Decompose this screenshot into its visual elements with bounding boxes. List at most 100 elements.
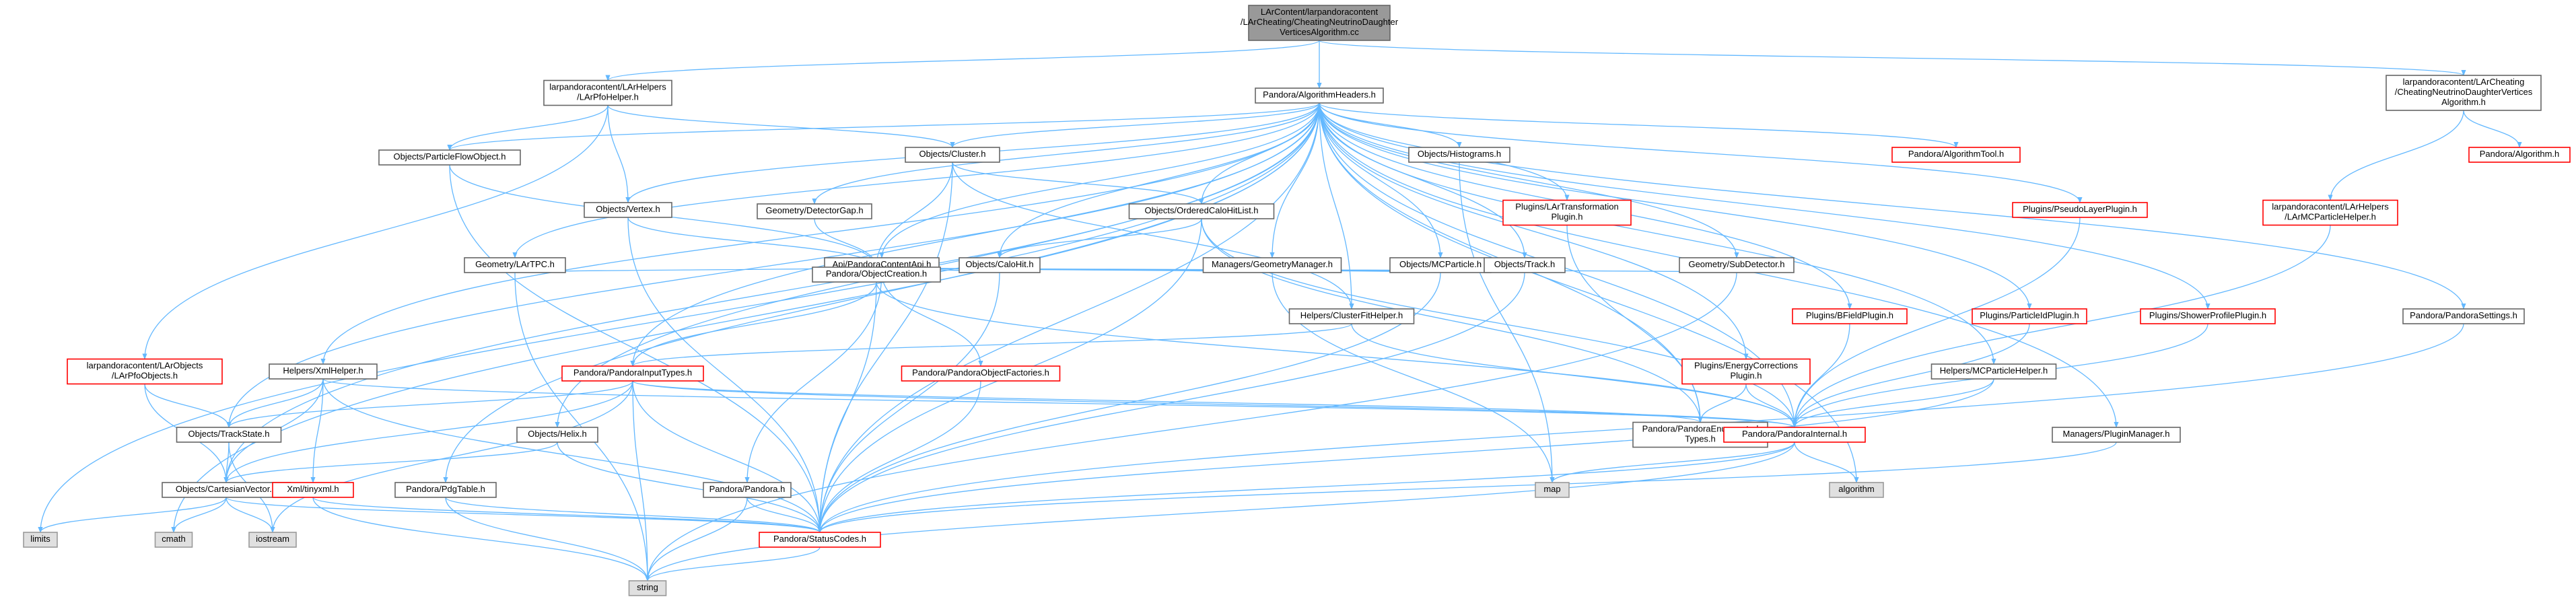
node-objfactories[interactable]: Pandora/PandoraObjectFactories.h	[901, 365, 1061, 382]
node-larpfohelper[interactable]: larpandoracontent/LArHelpers/LArPfoHelpe…	[543, 79, 672, 106]
node-root[interactable]: LArContent/larpandoracontent/LArCheating…	[1241, 5, 1399, 41]
node-lartpc[interactable]: Geometry/LArTPC.h	[464, 257, 566, 273]
node-label: Geometry/SubDetector.h	[1688, 259, 1784, 269]
node-helix[interactable]: Objects/Helix.h	[516, 427, 598, 443]
node-statuscodes[interactable]: Pandora/StatusCodes.h	[759, 532, 881, 548]
edge-algheaders-to-energycorr	[1319, 102, 1749, 360]
node-algtool[interactable]: Pandora/AlgorithmTool.h	[1891, 147, 2021, 163]
node-box	[1792, 308, 1908, 324]
edge-lartransf-to-enumtypes	[1566, 225, 1703, 423]
edge-algheaders-to-trackstate	[226, 102, 1320, 428]
node-showerprofile[interactable]: Plugins/ShowerProfilePlugin.h	[2140, 308, 2276, 324]
edge-pdgtable-to-statuscodes	[445, 497, 823, 533]
edge-algheaders-to-lartpc	[512, 102, 1320, 258]
edge-algheaders-to-cartesian	[223, 102, 1320, 483]
edge-cheatalgh-to-algorithmh	[2463, 110, 2522, 148]
node-label: Objects/Vertex.h	[596, 204, 660, 214]
node-track[interactable]: Objects/Track.h	[1484, 257, 1566, 273]
edge-larpfoobjects-to-trackstate	[144, 384, 232, 428]
node-clusterfit[interactable]: Helpers/ClusterFitHelper.h	[1288, 308, 1415, 324]
node-label: Plugins/ShowerProfilePlugin.h	[2149, 310, 2266, 320]
node-particleflow[interactable]: Objects/ParticleFlowObject.h	[378, 149, 521, 166]
node-box	[1535, 482, 1570, 498]
edge-orderedcalo-to-calohit	[997, 218, 1202, 258]
node-pdgtable[interactable]: Pandora/PdgTable.h	[394, 482, 497, 498]
node-box	[394, 482, 497, 498]
node-layer: LArContent/larpandoracontent/LArCheating…	[23, 5, 2571, 596]
edge-energycorr-to-pandorainternal	[1745, 384, 1797, 428]
edge-inputtypes-to-iostream	[270, 380, 633, 533]
node-pseudolayer[interactable]: Plugins/PseudoLayerPlugin.h	[2012, 202, 2148, 218]
node-cluster[interactable]: Objects/Cluster.h	[905, 147, 1000, 163]
edge-cheatalgh-to-larmcphelper	[2328, 110, 2464, 201]
node-larpfoobjects[interactable]: larpandoracontent/LArObjects/LArPfoObjec…	[67, 358, 223, 385]
node-label: Objects/Helix.h	[528, 429, 586, 439]
node-geommanager[interactable]: Managers/GeometryManager.h	[1202, 257, 1342, 273]
node-box	[584, 202, 672, 218]
node-pandorainternal[interactable]: Pandora/PandoraInternal.h	[1723, 427, 1866, 443]
node-limits: limits	[23, 532, 58, 548]
node-label: /CheatingNeutrinoDaughterVertices	[2395, 87, 2533, 97]
edge-pandorainternal-to-string	[645, 441, 1795, 581]
edge-objcreation-to-statuscodes	[817, 281, 877, 533]
node-box	[1502, 199, 1632, 226]
node-pandorah[interactable]: Pandora/Pandora.h	[703, 482, 792, 498]
node-objcreation[interactable]: Pandora/ObjectCreation.h	[812, 267, 941, 283]
edge-pandorainternal-to-algorithm	[1794, 441, 1859, 483]
node-box	[1829, 482, 1884, 498]
edge-cluster-to-objcreation	[874, 162, 953, 268]
node-box	[67, 358, 223, 385]
node-cheatalgh[interactable]: larpandoracontent/LArCheating/CheatingNe…	[2386, 75, 2542, 111]
node-label: Plugin.h	[1552, 212, 1583, 222]
edge-root-to-larpfohelper	[605, 40, 1320, 81]
node-box	[2140, 308, 2276, 324]
node-xmlhelper[interactable]: Helpers/XmlHelper.h	[269, 363, 378, 380]
node-label: Objects/Cluster.h	[919, 149, 986, 159]
node-orderedcalo[interactable]: Objects/OrderedCaloHitList.h	[1128, 203, 1275, 219]
node-label: Plugins/BFieldPlugin.h	[1806, 310, 1893, 320]
node-larmcphelper[interactable]: larpandoracontent/LArHelpers/LArMCPartic…	[2262, 199, 2398, 226]
node-label: larpandoracontent/LArHelpers	[2272, 202, 2389, 212]
node-trackstate[interactable]: Objects/TrackState.h	[176, 427, 282, 443]
edge-subdetector-to-string	[645, 272, 1737, 581]
node-calohit[interactable]: Objects/CaloHit.h	[959, 257, 1041, 273]
node-box	[959, 257, 1041, 273]
edge-xmlhelper-to-statuscodes	[322, 378, 823, 533]
edge-algheaders-to-clusterfit	[1319, 102, 1354, 310]
edge-bfield-to-pandorainternal	[1792, 323, 1850, 428]
node-pandorasettings[interactable]: Pandora/PandoraSettings.h	[2402, 308, 2525, 324]
node-mcparticle[interactable]: Objects/MCParticle.h	[1389, 257, 1492, 273]
node-algheaders[interactable]: Pandora/AlgorithmHeaders.h	[1255, 87, 1384, 104]
node-label: limits	[30, 534, 50, 544]
edge-clusterfit-to-inputtypes	[630, 323, 1352, 367]
edge-geommanager-to-map	[1272, 272, 1555, 483]
node-box	[1484, 257, 1566, 273]
node-histograms[interactable]: Objects/Histograms.h	[1408, 147, 1510, 163]
node-box	[2468, 147, 2571, 163]
node-bfield[interactable]: Plugins/BFieldPlugin.h	[1792, 308, 1908, 324]
node-algorithmh[interactable]: Pandora/Algorithm.h	[2468, 147, 2571, 163]
node-inputtypes[interactable]: Pandora/PandoraInputTypes.h	[561, 365, 704, 382]
node-vertex[interactable]: Objects/Vertex.h	[584, 202, 672, 218]
node-box	[176, 427, 282, 443]
node-mcparthelper[interactable]: Helpers/MCParticleHelper.h	[1930, 363, 2057, 380]
edge-pandorah-to-statuscodes	[746, 497, 823, 533]
node-tinyxml[interactable]: Xml/tinyxml.h	[272, 482, 354, 498]
node-label: larpandoracontent/LArHelpers	[549, 82, 666, 92]
node-label: Pandora/PdgTable.h	[406, 484, 485, 494]
edge-mcparthelper-to-statuscodes	[817, 378, 1994, 533]
edge-pluginmanager-to-statuscodes	[817, 441, 2117, 533]
edge-cartesian-to-cmath	[171, 497, 227, 533]
node-subdetector[interactable]: Geometry/SubDetector.h	[1679, 257, 1795, 273]
node-box	[1723, 427, 1866, 443]
node-pluginmanager[interactable]: Managers/PluginManager.h	[2052, 427, 2181, 443]
edge-pdgtable-to-string	[445, 497, 650, 581]
node-detgap[interactable]: Geometry/DetectorGap.h	[757, 203, 872, 219]
node-cartesian[interactable]: Objects/CartesianVector.h	[162, 482, 291, 498]
edge-particleid-to-pandorainternal	[1792, 323, 2030, 428]
node-particleid[interactable]: Plugins/ParticleIdPlugin.h	[1972, 308, 2087, 324]
node-label: /LArCheating/CheatingNeutrinoDaughter	[1241, 17, 1399, 27]
